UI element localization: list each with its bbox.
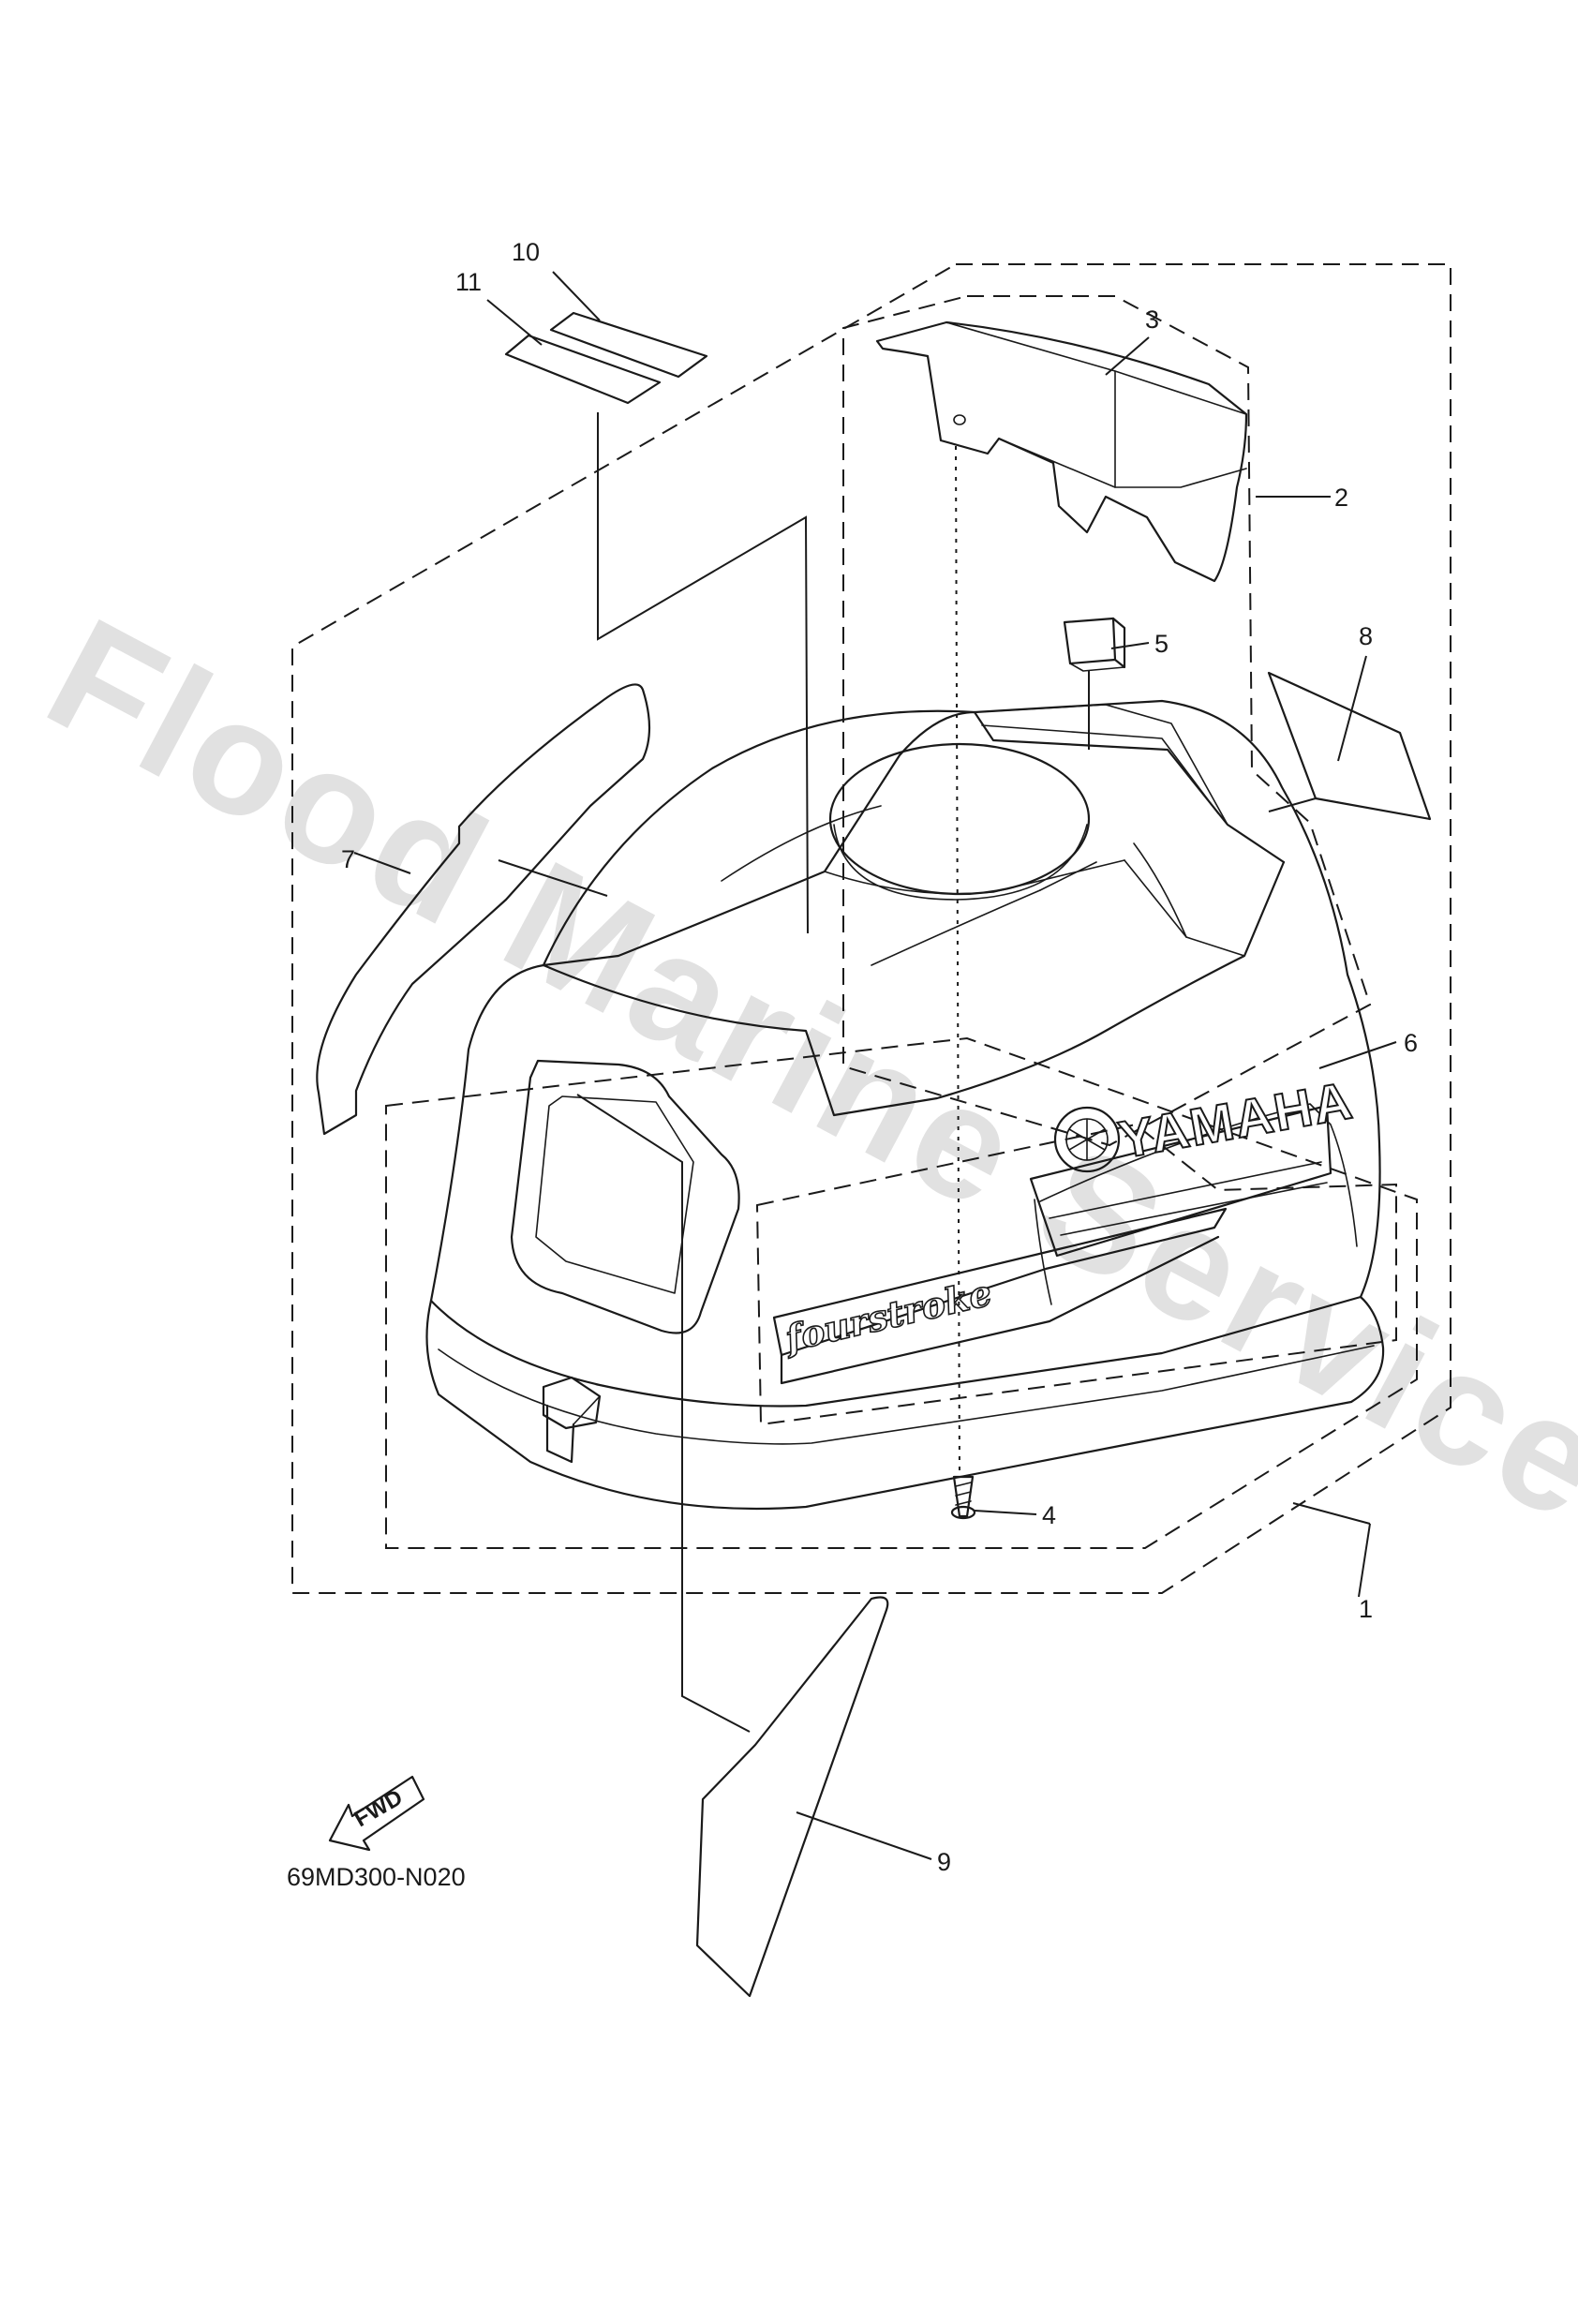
tuning-fork-emblem (1053, 1106, 1121, 1173)
fourstroke-logo-text: fourstroke (779, 1271, 995, 1360)
fwd-label: FWD (350, 1784, 408, 1832)
part-5-clip (1063, 617, 1126, 672)
part-9-decal (695, 1596, 889, 1998)
guide-line-part8 (1268, 797, 1317, 812)
assembly-boundary-lower (385, 1036, 1418, 1549)
callout-7: 7 (341, 845, 355, 873)
part-7-decal (316, 683, 651, 1136)
part-10-label (549, 311, 708, 379)
callout-8: 8 (1359, 622, 1373, 650)
assembly-boundary-outer (291, 263, 1451, 1594)
callout-5: 5 (1154, 630, 1169, 658)
yamaha-side-decal (1029, 1104, 1332, 1258)
callout-10: 10 (512, 238, 540, 266)
callout-4: 4 (1042, 1501, 1056, 1529)
guide-line-screw (955, 445, 960, 1478)
callout-3: 3 (1145, 305, 1159, 334)
part-8-decal (1267, 671, 1432, 821)
callout-11: 11 (455, 268, 482, 296)
part-code: 69MD300-N020 (287, 1863, 466, 1891)
guide-line-part7 (498, 859, 608, 897)
yamaha-logo-text: YAMAHA (1114, 1070, 1358, 1169)
fwd-arrow-icon: FWD (328, 1775, 425, 1852)
part-4-screw (950, 1475, 976, 1520)
part-11-label (504, 334, 662, 405)
part-3-handle (875, 320, 1248, 583)
guide-line-labels (597, 412, 809, 934)
callout-6: 6 (1404, 1029, 1418, 1057)
callout-9: 9 (937, 1848, 951, 1876)
decal-6-bracket (755, 1123, 1397, 1426)
callout-1: 1 (1359, 1595, 1373, 1623)
guide-line-part9 (576, 1094, 751, 1733)
assembly-boundary-upper (842, 295, 1372, 1147)
callout-2: 2 (1334, 484, 1348, 512)
